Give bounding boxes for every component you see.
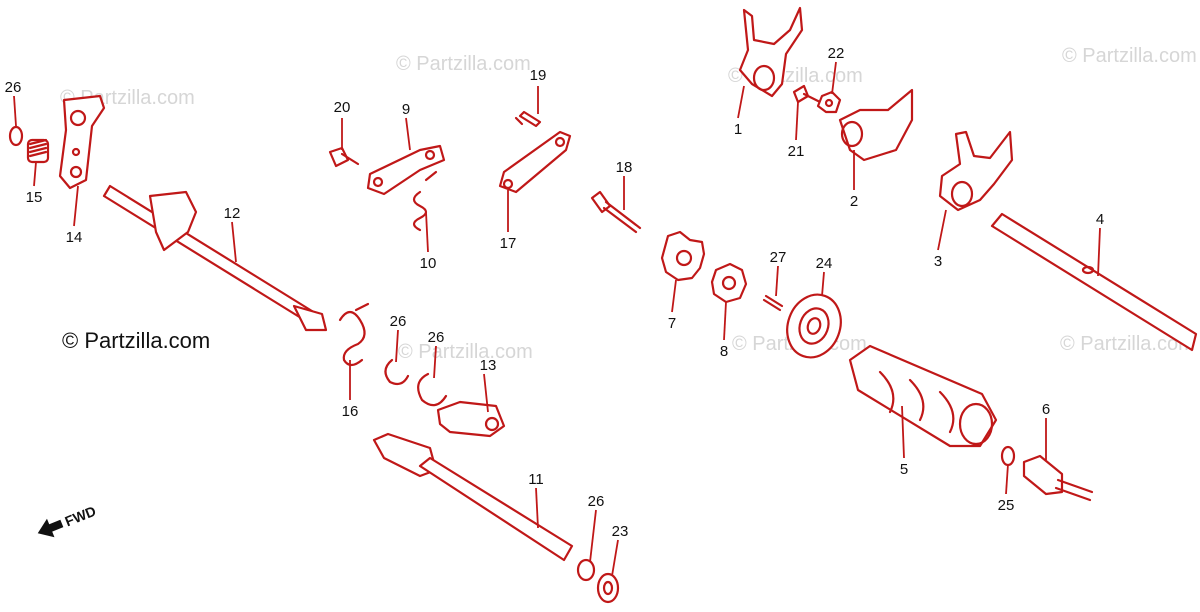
callout-labels: 26 15 14 12 20 9 10 19 17 18 7 8 27 24 1… [5,45,1105,540]
callout-15: 15 [26,189,43,206]
callout-10: 10 [420,255,437,272]
callout-14: 14 [66,229,83,246]
partzilla-caption: © Partzilla.com [62,328,210,354]
part-4-fork-shaft [990,212,1198,352]
callout-20: 20 [334,99,351,116]
callout-3: 3 [934,253,942,270]
watermark: © Partzilla.com [1060,333,1195,355]
fwd-arrow-icon: FWD [37,503,99,538]
part-21-bolt [792,84,822,104]
caption-line: © Partzilla.com [62,328,211,353]
callout-1: 1 [734,121,742,138]
callout-25: 25 [998,497,1015,514]
callout-11: 11 [528,471,544,488]
part-8-pin-plate [710,262,748,304]
callout-27: 27 [770,249,787,266]
watermark: © Partzilla.com [1062,45,1197,67]
callout-6: 6 [1042,401,1050,418]
part-25-washer [1000,445,1016,467]
part-14-stopper-plate [58,94,106,190]
callout-26: 26 [5,79,22,96]
callout-8: 8 [720,343,728,360]
callout-5: 5 [900,461,908,478]
callout-19: 19 [530,67,547,84]
callout-7: 7 [668,315,676,332]
part-26-circlip [417,372,448,407]
callout-21: 21 [788,143,805,160]
part-10-spring [412,170,438,232]
part-15-spring [26,138,50,164]
watermark: © Partzilla.com [396,53,531,75]
part-27-dowel-pin [762,294,784,312]
part-3-shift-fork [938,130,1014,212]
fwd-label: FWD [63,503,99,530]
part-22-nut [816,90,842,114]
part-9-stopper-arm [366,144,446,196]
part-23-washer [596,572,620,604]
part-18-bolt [590,190,642,234]
part-16-spring [338,302,370,367]
part-13-drum-shifter [436,400,506,438]
callout-2: 2 [850,193,858,210]
part-1-shift-fork [738,6,804,98]
callout-22: 22 [828,45,845,62]
part-11-shift-spindle [372,432,574,562]
callout-26: 26 [588,493,605,510]
part-2-shift-fork [838,88,914,162]
callout-26: 26 [428,329,445,346]
callout-18: 18 [616,159,633,176]
part-26-circlip [384,358,410,386]
callout-16: 16 [342,403,359,420]
part-12-shift-shaft [102,184,328,332]
part-20-bolt [328,146,360,168]
leader-lines [13,61,1101,577]
callout-9: 9 [402,101,410,118]
callout-17: 17 [500,235,517,252]
part-26-circlip [576,558,596,582]
callout-24: 24 [816,255,833,272]
watermarks: © Partzilla.com © Partzilla.com © Partzi… [60,45,1197,363]
callout-23: 23 [612,523,629,540]
part-24-bearing [786,293,842,359]
part-6-drum-pin [1022,454,1094,502]
part-17-guide-plate [498,130,572,194]
part-7-shift-drum-center [660,230,706,282]
callout-26: 26 [390,313,407,330]
part-19-bolt [514,110,542,128]
part-5-shift-drum [848,344,998,448]
part-26-clip [8,125,24,147]
callout-4: 4 [1096,211,1104,228]
callout-12: 12 [224,205,241,222]
callout-13: 13 [480,357,497,374]
watermark: © Partzilla.com [398,341,533,363]
